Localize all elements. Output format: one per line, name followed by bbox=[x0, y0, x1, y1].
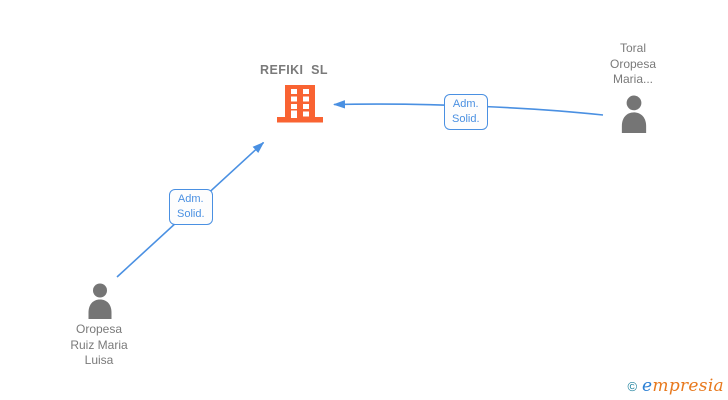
edge-label-line: Solid. bbox=[452, 113, 480, 125]
building-icon[interactable] bbox=[277, 85, 323, 123]
edge-label-adm-solid-left: Adm. Solid. bbox=[169, 189, 213, 225]
brand-wordmark: empresia bbox=[642, 376, 724, 396]
person-name-line: Toral bbox=[619, 41, 646, 55]
person-name-line: Luisa bbox=[84, 353, 114, 367]
company-name[interactable]: REFIKI SL bbox=[260, 63, 328, 77]
person-name-line: Oropesa bbox=[609, 56, 657, 71]
edge-label-line: Adm. bbox=[452, 98, 479, 110]
copyright-icon: © bbox=[627, 379, 638, 394]
brand-rest: mpresia bbox=[652, 376, 724, 396]
brand-letter-e: e bbox=[642, 376, 653, 396]
person-name-line: Maria... bbox=[612, 72, 653, 86]
person-icon[interactable] bbox=[617, 95, 651, 133]
person-name-left[interactable]: Oropesa Ruiz Maria Luisa bbox=[48, 322, 150, 369]
person-name-right[interactable]: Toral Oropesa Maria... bbox=[583, 41, 683, 88]
edge-label-adm-solid-right: Adm. Solid. bbox=[444, 94, 488, 130]
person-icon[interactable] bbox=[84, 283, 116, 319]
edge-label-line: Solid. bbox=[177, 208, 205, 220]
person-name-line: Oropesa bbox=[75, 322, 123, 336]
person-name-line: Ruiz Maria bbox=[70, 337, 128, 352]
edge-label-line: Adm. bbox=[177, 193, 204, 205]
empresia-logo[interactable]: © empresia bbox=[627, 376, 724, 396]
